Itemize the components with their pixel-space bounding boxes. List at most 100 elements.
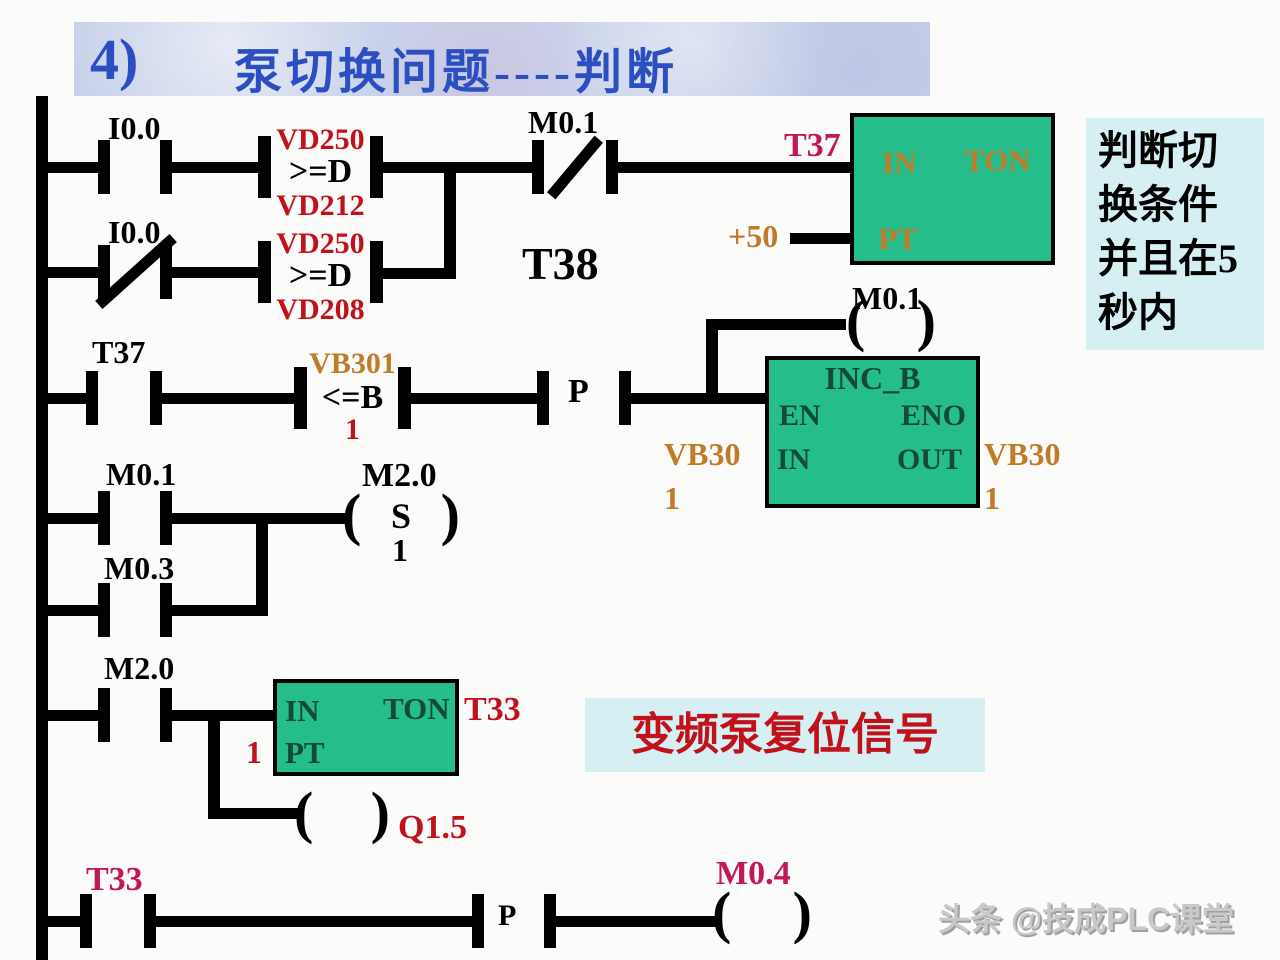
wire-segment xyxy=(48,267,102,278)
coil-m01-label: M0.1 xyxy=(852,280,923,316)
wire-segment xyxy=(383,268,444,279)
note-judge-line: 秒内 xyxy=(1098,290,1178,335)
rung2-cmp-top: VD250 xyxy=(276,227,365,260)
contact-bar xyxy=(160,491,172,545)
coil-q15: ( ) xyxy=(294,780,390,845)
wire-junction-vertical xyxy=(444,162,456,279)
contact-bar xyxy=(160,583,172,637)
wire-segment xyxy=(48,393,88,404)
compare-bar xyxy=(370,241,383,303)
power-rail xyxy=(36,96,48,960)
wire-segment xyxy=(172,162,260,173)
contact-bar xyxy=(160,140,172,194)
rung6-contact-label: M2.0 xyxy=(104,650,175,686)
note-judge-line: 并且在5 xyxy=(1098,236,1238,281)
timer1-box: IN TON PT xyxy=(850,113,1055,265)
rung2-timer-name: T38 xyxy=(522,238,599,289)
wire-segment xyxy=(172,605,268,616)
note-judge-line: 判断切 xyxy=(1098,128,1218,173)
set-coil-addr: M2.0 xyxy=(362,457,437,494)
compare-bar xyxy=(370,136,383,198)
compare-bar xyxy=(294,367,307,429)
wire-junction-vertical xyxy=(706,319,718,404)
wire-segment xyxy=(706,319,846,330)
set-coil-operator: S xyxy=(390,496,412,536)
incb-in-value-line2: 1 xyxy=(664,480,680,516)
coil-paren-close: ) xyxy=(370,780,390,845)
incb-out-value-line2: 1 xyxy=(984,480,1000,516)
incb-en-pin: EN xyxy=(779,399,821,432)
incb-eno-pin: ENO xyxy=(901,399,967,432)
coil-q15-label: Q1.5 xyxy=(398,809,467,846)
rung7-contact-label: T33 xyxy=(86,861,143,898)
coil-m04: ( ) xyxy=(712,880,812,945)
wire-segment xyxy=(208,808,300,819)
rung3-cmp-top: VB301 xyxy=(309,347,396,380)
note-reset-box: 变频泵复位信号 xyxy=(585,698,985,772)
rung7-pulse-label: P xyxy=(498,899,517,932)
timer1-in-pin: IN xyxy=(882,145,917,180)
contact-bar xyxy=(532,140,544,194)
nc-contact-slash xyxy=(547,135,603,200)
timer1-name: T37 xyxy=(784,127,841,164)
rung2-cmp-bottom: VD208 xyxy=(276,293,365,326)
wire-junction-vertical xyxy=(256,513,268,616)
incb-in-value: VB30 1 xyxy=(664,432,740,520)
wire-segment xyxy=(556,916,718,927)
wire-segment xyxy=(48,513,102,524)
incb-box: INC_B EN ENO IN OUT xyxy=(765,356,980,508)
contact-bar xyxy=(160,688,172,742)
title-number: 4) xyxy=(90,27,139,92)
incb-out-pin: OUT xyxy=(897,443,963,476)
rung1-nc-contact-label: M0.1 xyxy=(528,104,599,140)
contact-bar xyxy=(150,371,162,425)
incb-out-value-line1: VB30 xyxy=(984,436,1061,472)
wire-segment xyxy=(618,162,850,173)
timer2-type: TON xyxy=(383,691,450,726)
incb-in-pin: IN xyxy=(777,443,811,476)
note-judge-line: 换条件 xyxy=(1098,182,1218,227)
coil-paren-close: ) xyxy=(440,482,460,547)
compare-bar xyxy=(258,241,271,303)
timer2-pt-pin: PT xyxy=(285,735,325,770)
timer2-name: T33 xyxy=(464,691,521,728)
rung3-pulse-label: P xyxy=(568,373,589,410)
set-coil: ( S ) xyxy=(342,482,460,547)
wire-segment xyxy=(48,162,102,173)
incb-in-value-line1: VB30 xyxy=(664,436,741,472)
timer1-pt-value: +50 xyxy=(728,218,779,254)
rung1-contact-label: I0.0 xyxy=(108,110,161,146)
rung2-contact-label: I0.0 xyxy=(108,214,161,250)
contact-bar xyxy=(98,491,110,545)
wire-segment xyxy=(48,605,102,616)
coil-m01: ( ) xyxy=(846,292,936,350)
contact-bar xyxy=(144,894,156,948)
contact-bar xyxy=(472,894,484,948)
wire-segment xyxy=(172,267,260,278)
coil-m04-label: M0.4 xyxy=(716,855,791,892)
contact-bar xyxy=(606,140,618,194)
wire-segment xyxy=(48,710,102,721)
wire-segment xyxy=(172,710,274,721)
wire-segment xyxy=(162,393,296,404)
incb-out-value: VB30 1 xyxy=(984,432,1060,520)
contact-bar xyxy=(544,894,556,948)
compare-bar xyxy=(258,136,271,198)
slide-title-bar: 4) 泵切换问题----判断 xyxy=(74,22,930,99)
wire-segment xyxy=(48,916,82,927)
contact-bar xyxy=(86,371,98,425)
rung2-cmp-op: >=D xyxy=(288,257,353,294)
incb-title: INC_B xyxy=(824,360,921,396)
rung3-contact-label: T37 xyxy=(92,334,146,370)
contact-bar xyxy=(160,245,172,299)
timer1-pt-pin: PT xyxy=(878,221,918,256)
coil-paren-open: ( xyxy=(712,880,732,945)
wire-segment xyxy=(790,233,850,244)
set-coil-count: 1 xyxy=(392,532,408,568)
contact-bar xyxy=(98,688,110,742)
watermark: 头条 @技成PLC课堂 xyxy=(938,901,1235,937)
wire-junction-vertical xyxy=(208,710,220,818)
title-text: 泵切换问题----判断 xyxy=(234,46,678,99)
contact-bar xyxy=(98,245,110,299)
timer2-in-pin: IN xyxy=(285,693,320,728)
